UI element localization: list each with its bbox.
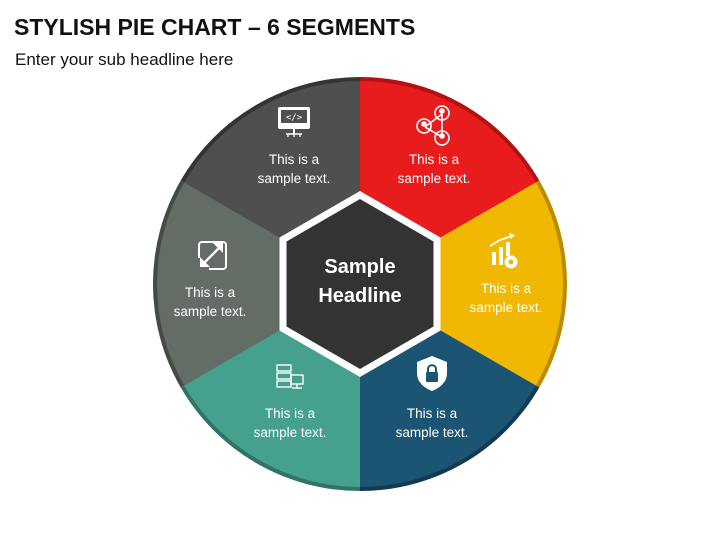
shield-lock-icon xyxy=(417,356,447,391)
code-monitor-icon: </> xyxy=(278,107,310,137)
svg-text:</>: </> xyxy=(286,113,303,123)
segment-4-text-line1: This is a xyxy=(265,406,316,421)
segment-1-text-line1: This is a xyxy=(409,152,460,167)
segment-2 xyxy=(360,182,563,386)
segment-6-text-line2: sample text. xyxy=(258,171,331,186)
segment-3-text-line1: This is a xyxy=(407,406,458,421)
segment-5 xyxy=(157,182,360,386)
segment-3-text-line2: sample text. xyxy=(396,425,469,440)
segment-6-text-line1: This is a xyxy=(269,152,320,167)
growth-chart-gear-icon xyxy=(489,233,518,269)
segment-5-text-line1: This is a xyxy=(185,285,236,300)
center-hexagon xyxy=(286,199,434,369)
page-title: STYLISH PIE CHART – 6 SEGMENTS xyxy=(14,14,416,40)
network-people-icon xyxy=(416,105,450,146)
server-monitor-icon xyxy=(276,364,304,389)
center-headline-line1: Sample xyxy=(324,256,395,278)
segment-2-text-line1: This is a xyxy=(481,281,532,296)
segment-1-text-line2: sample text. xyxy=(398,171,471,186)
expand-arrow-icon xyxy=(195,241,227,272)
segment-2-text-line2: sample text. xyxy=(470,300,543,315)
segment-5-text-line2: sample text. xyxy=(174,304,247,319)
segment-4-text-line2: sample text. xyxy=(254,425,327,440)
page-subtitle: Enter your sub headline here xyxy=(15,50,234,69)
center-headline-line2: Headline xyxy=(318,285,401,307)
